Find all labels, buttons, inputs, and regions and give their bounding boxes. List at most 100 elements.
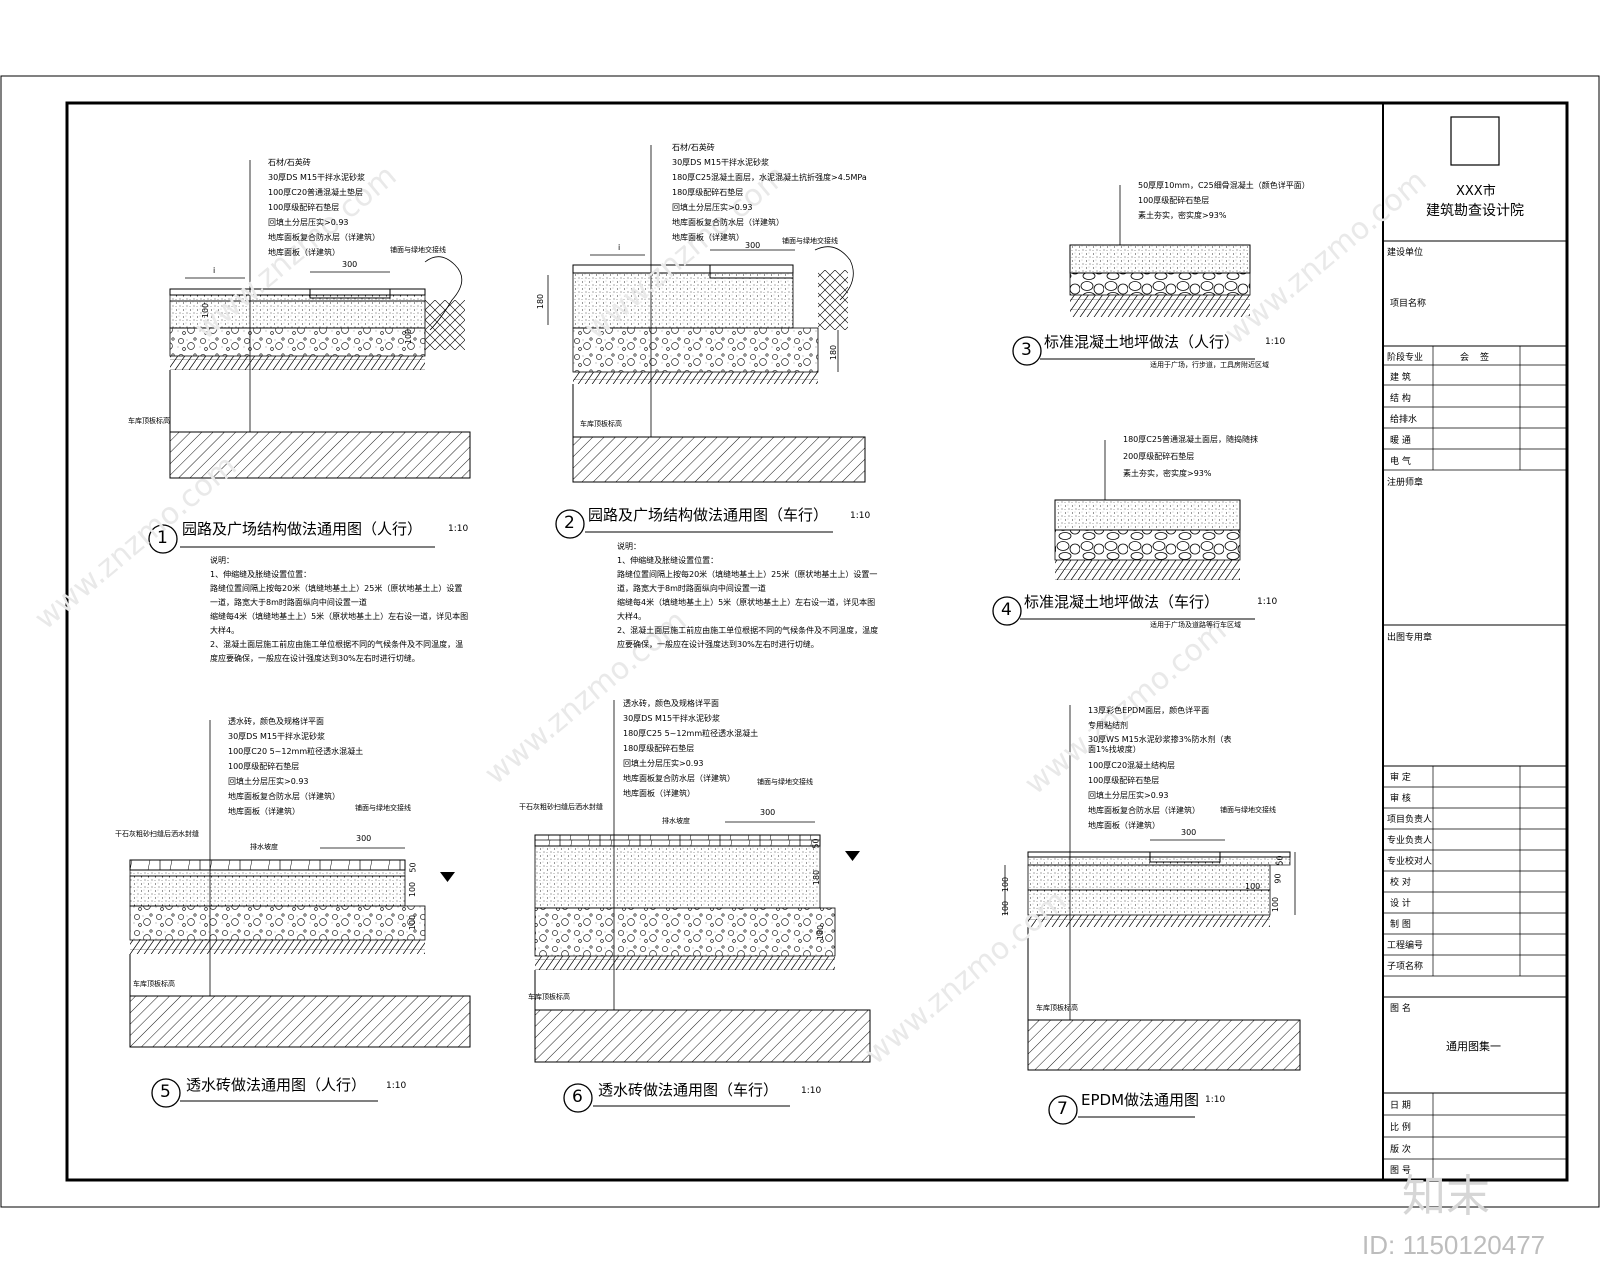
detail-5-dim-v: 100 (408, 881, 418, 898)
detail-1-layer: 30厚DS M15干拌水泥砂浆 (268, 173, 366, 182)
detail-7-dim-v-right: 100 (1271, 896, 1281, 913)
detail-1-ground-label: 车库顶板标高 (128, 417, 170, 425)
tb-sign-row: 审 定 (1390, 773, 1411, 783)
detail-2-ground-label: 车库顶板标高 (580, 420, 622, 428)
detail-7-title: EPDM做法通用图 (1081, 1091, 1200, 1109)
detail-1-soil-layer (170, 356, 425, 370)
detail-1-layer: 地库面板复合防水层（详建筑） (268, 233, 380, 242)
tb-stamp-note: 注册师章 (1387, 478, 1424, 488)
detail-5-scale: 1:10 (386, 1081, 407, 1091)
detail-6-section (534, 700, 871, 1063)
detail-1-planting (425, 300, 465, 350)
detail-6-dim: 300 (760, 808, 776, 817)
title-block-logo-box (1450, 116, 1500, 166)
detail-1-layer: 地库面板（详建筑） (268, 248, 340, 257)
detail-5-layer: 回填土分层压实>0.93 (228, 777, 309, 786)
detail-1-dim-v: 100 (201, 302, 211, 319)
detail-7-edge-label: 铺面与绿地交接线 (1220, 806, 1276, 814)
detail-number-circles (148, 336, 1078, 1125)
tb-bottom-row: 日 期 (1390, 1101, 1411, 1111)
detail-5-dim-v: 50 (408, 862, 418, 873)
detail-7-dim-v-right: 90 (1273, 873, 1283, 884)
detail-2-layer: 地库面板复合防水层（详建筑） (672, 218, 784, 227)
detail-7-dim-v-right: 50 (1275, 855, 1285, 866)
detail-1-number: 1 (157, 528, 168, 548)
detail-6-layer: 回填土分层压实>0.93 (623, 759, 704, 768)
tb-stamp-row: 结 构 (1390, 394, 1411, 404)
detail-2-dim: 300 (745, 241, 761, 250)
detail-5-ground-label: 车库顶板标高 (133, 980, 175, 988)
detail-7-dim-v-left: 100 (1001, 900, 1011, 917)
detail-1-edge-label: 铺面与绿地交接线 (390, 246, 446, 254)
detail-3-section (1069, 185, 1251, 317)
detail-1-gravel-layer (169, 327, 426, 357)
detail-7-dim-v-left: 100 (1001, 876, 1011, 893)
tb-stamp-header-stage: 阶段专业 (1387, 353, 1424, 363)
detail-1-stone-layer (169, 288, 426, 296)
detail-5-dim-v: 100 (408, 914, 418, 931)
detail-6-title: 透水砖做法通用图（车行） (598, 1081, 779, 1099)
notes-1-item: 1、伸缩缝及胀缝设置位置： (210, 570, 312, 579)
tb-bottom-row: 比 例 (1390, 1123, 1411, 1133)
detail-2-section (547, 145, 866, 483)
tb-stamp-header-hui: 会 (1460, 353, 1470, 363)
detail-6-number: 6 (572, 1087, 583, 1107)
detail-5-layer: 100厚C20 5~12mm粒径透水混凝土 (228, 747, 364, 756)
detail-2-slope-mark: i (618, 243, 621, 252)
detail-1-layer: 回填土分层压实>0.93 (268, 218, 349, 227)
detail-1-layer: 100厚C20普通混凝土垫层 (268, 188, 364, 197)
detail-2-layer: 石材/石英砖 (672, 143, 715, 152)
title-block-grid (1382, 103, 1567, 1180)
detail-6-layer: 地库面板（详建筑） (623, 789, 695, 798)
detail-6-layer: 地库面板复合防水层（详建筑） (623, 774, 735, 783)
detail-6-layer: 180厚C25 5~12mm粒径透水混凝土 (623, 729, 759, 738)
detail-7-section (1004, 705, 1301, 1071)
detail-2-dim-v: 180 (829, 344, 839, 361)
notes-2-item: 2、混凝土面层施工前应由施工单位根据不同的气候条件及不同温度，温度应要确保，一般… (617, 626, 879, 649)
detail-4-scale: 1:10 (1257, 597, 1278, 607)
detail-3-title: 标准混凝土地坪做法（人行） (1044, 333, 1240, 351)
detail-6-side-label: 干石灰粗砂扫缝后洒水封缝 (519, 803, 603, 811)
tb-sign-row: 专业负责人 (1387, 836, 1433, 846)
detail-7-layer: 回填土分层压实>0.93 (1088, 791, 1169, 800)
detail-2-layer: 地库面板（详建筑） (672, 233, 744, 242)
detail-1-title: 园路及广场结构做法通用图（人行） (182, 520, 423, 538)
notes-1-item: 路缝位置间隔上按每20米（填缝地基土上）25米（原状地基土上）设置一道，路宽大于… (210, 584, 463, 607)
tb-field-project: 项目名称 (1390, 299, 1427, 309)
detail-6-layer: 30厚DS M15干拌水泥砂浆 (623, 714, 721, 723)
detail-7-layer: 地库面板（详建筑） (1088, 821, 1160, 830)
tb-sign-row: 制 图 (1390, 920, 1411, 930)
detail-2-layer: 180厚C25混凝土面层，水泥混凝土抗折强度>4.5MPa (672, 173, 867, 182)
tb-drawing-title-label: 图 名 (1390, 1004, 1411, 1014)
notes-2-item: 缩缝每4米（填缝地基土上）5米（原状地基土上）左右设一道，详见本图大样4。 (617, 598, 876, 621)
detail-2-title: 园路及广场结构做法通用图（车行） (588, 506, 829, 524)
notes-2-item: 1、伸缩缝及胀缝设置位置： (617, 556, 719, 565)
detail-7-number: 7 (1057, 1099, 1068, 1119)
detail-6-dim-v: 50 (811, 838, 821, 849)
detail-5-dim: 300 (356, 834, 372, 843)
outer-border (0, 75, 1600, 1208)
detail-3-layer: 50厚厚10mm，C25细骨混凝土（颜色详平面） (1138, 181, 1310, 190)
tb-sign-row: 工程编号 (1387, 941, 1424, 951)
detail-5-layer: 透水砖，颜色及规格详平面 (228, 717, 324, 726)
detail-5-layer: 地库面板（详建筑） (228, 807, 300, 816)
tb-stamp-row: 给排水 (1390, 415, 1418, 425)
notes-2: 说明： 1、伸缩缝及胀缝设置位置： 路缝位置间隔上按每20米（填缝地基土上）25… (617, 540, 879, 652)
detail-1-scale: 1:10 (448, 524, 469, 534)
tb-section-label: 出图专用章 (1387, 633, 1433, 643)
tb-sign-row: 项目负责人 (1387, 815, 1433, 825)
detail-2-edge-label: 铺面与绿地交接线 (782, 237, 838, 245)
notes-1-item: 缩缝每4米（填缝地基土上）5米（原状地基土上）左右设一道，详见本图大样4。 (210, 612, 469, 635)
detail-3-note: 适用于广场，行步道，工具房附近区域 (1150, 361, 1269, 369)
detail-5-section (129, 720, 471, 1048)
detail-7-dim: 300 (1181, 828, 1197, 837)
detail-5-number: 5 (160, 1082, 171, 1102)
detail-6-layer: 透水砖，颜色及规格详平面 (623, 699, 719, 708)
detail-1-layer: 100厚级配碎石垫层 (268, 203, 340, 212)
tb-sign-row: 专业校对人 (1387, 857, 1433, 867)
tb-stamp-row: 电 气 (1390, 457, 1411, 467)
tb-sign-row: 设 计 (1390, 899, 1411, 909)
detail-title-underlines (180, 358, 1255, 1118)
tb-stamp-row: 建 筑 (1390, 373, 1411, 383)
detail-4-note: 适用于广场及道路等行车区域 (1150, 621, 1241, 629)
